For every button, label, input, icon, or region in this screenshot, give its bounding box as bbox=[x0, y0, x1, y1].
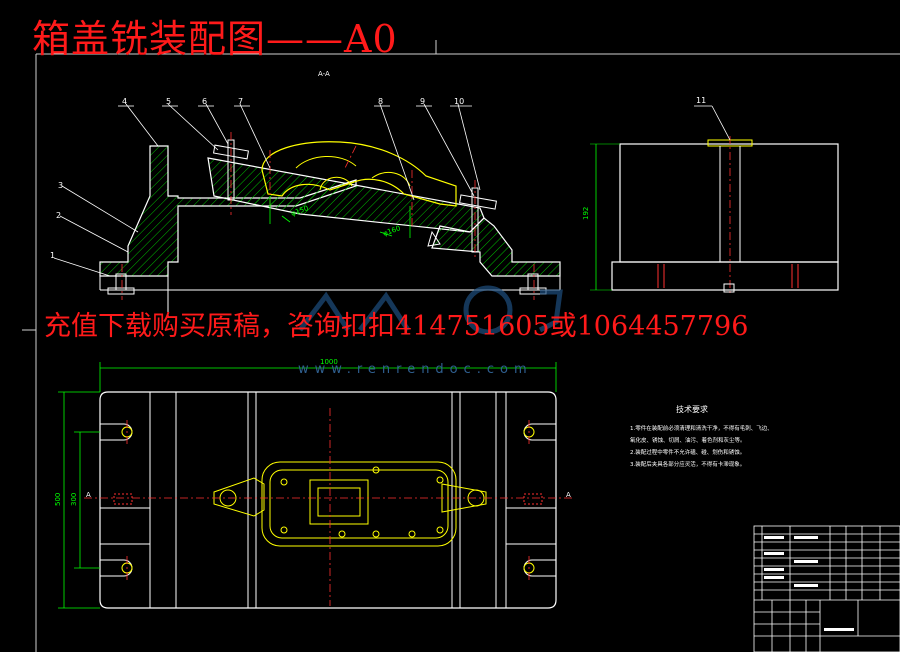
drawing-frame bbox=[22, 40, 900, 652]
plan-height-dim: 500 bbox=[54, 493, 62, 506]
balloon-labels: 1 2 3 4 5 6 7 8 9 10 bbox=[50, 97, 464, 260]
side-view: 192 11 bbox=[582, 96, 839, 294]
balloon-8: 8 bbox=[378, 97, 383, 106]
right-body bbox=[431, 217, 561, 277]
balloon-6: 6 bbox=[202, 97, 207, 106]
balloon-10: 10 bbox=[454, 97, 464, 106]
tech-req-title: 技术要求 bbox=[676, 404, 708, 414]
balloon-3: 3 bbox=[58, 181, 63, 190]
balloon-1: 1 bbox=[50, 251, 55, 260]
gearbox-cover bbox=[261, 141, 457, 207]
drawing-title: 箱盖铣装配图——A0 bbox=[32, 17, 398, 61]
balloon-5: 5 bbox=[166, 97, 171, 106]
balloon-2: 2 bbox=[56, 211, 61, 220]
section-label: A-A bbox=[318, 70, 330, 78]
section-dims bbox=[269, 196, 411, 238]
svg-text:300: 300 bbox=[70, 493, 78, 506]
title-block bbox=[753, 525, 900, 652]
watermark-logo bbox=[298, 285, 563, 335]
promo-banner: 充值下载购买原稿，咨询扣扣414751605或1064457796 bbox=[44, 311, 749, 342]
tech-req-line-2: 氧化皮、锈蚀、切屑、油污、着色剂和灰尘等。 bbox=[630, 436, 746, 444]
section-view: A-A bbox=[50, 70, 561, 318]
balloon-9: 9 bbox=[420, 97, 425, 106]
plan-view: 1000 500 300 A A bbox=[54, 358, 572, 609]
left-body bbox=[99, 145, 357, 277]
tech-requirements: 技术要求 1.零件在装配前必须清理和清洗干净，不得有毛刺、飞边、 氧化皮、锈蚀、… bbox=[630, 404, 773, 468]
balloon-4: 4 bbox=[122, 97, 127, 106]
svg-text:A: A bbox=[566, 491, 571, 499]
tech-req-line-1: 1.零件在装配前必须清理和清洗干净，不得有毛刺、飞边、 bbox=[630, 424, 773, 432]
section-centerlines bbox=[121, 132, 535, 300]
watermark-url: www.renrendoc.com bbox=[298, 362, 533, 377]
tech-req-line-3: 2.装配过程中零件不允许磕、碰、划伤和锈蚀。 bbox=[630, 448, 745, 456]
side-height-dim: 192 bbox=[582, 207, 590, 220]
tech-req-line-4: 3.装配后夹具各部分应灵活，不得有卡滞现象。 bbox=[630, 460, 745, 468]
plan-width-dim: 1000 bbox=[320, 358, 338, 366]
leaders bbox=[53, 103, 481, 277]
svg-text:A: A bbox=[86, 491, 91, 499]
balloon-7: 7 bbox=[238, 97, 243, 106]
balloon-11: 11 bbox=[696, 96, 706, 105]
incline-plate bbox=[207, 157, 485, 233]
